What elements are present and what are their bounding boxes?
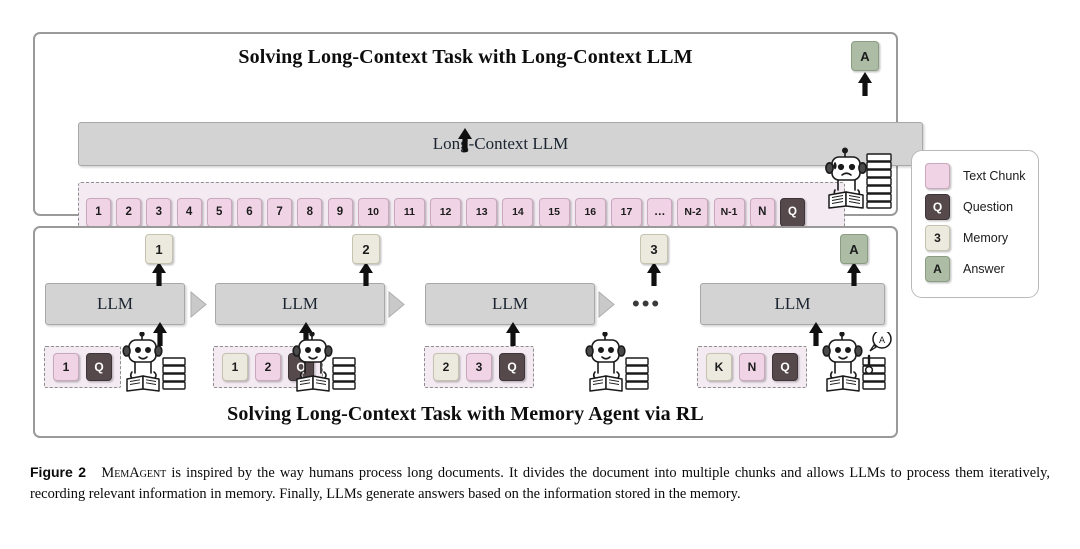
answer-token-top: A <box>851 41 879 71</box>
token-memory: 3 <box>640 234 668 264</box>
token-chunk-1: 1 <box>86 197 111 227</box>
arrow-llm-to-output-3 <box>646 262 662 286</box>
token-chunk-5: 5 <box>206 197 232 227</box>
token-chunk-19: N-2 <box>677 197 709 227</box>
token-chunk-6: 6 <box>236 197 262 227</box>
step-separator-3 <box>598 290 616 319</box>
step-separator-2 <box>388 290 406 319</box>
token-chunk-13: 13 <box>466 197 498 227</box>
arrow-inputs-to-llm-2 <box>298 322 314 346</box>
token-chunk-14: 14 <box>502 197 534 227</box>
token-chunk-16: 16 <box>574 197 606 227</box>
arrow-llm-to-answer <box>857 72 873 96</box>
caption-text: is inspired by the way humans process lo… <box>30 465 1050 502</box>
arrow-llm-to-output-4 <box>846 262 862 286</box>
legend-item-chunk: Text Chunk <box>925 160 1038 191</box>
token-chunk-2: 2 <box>116 197 142 227</box>
arrow-llm-to-output-2 <box>358 262 374 286</box>
token-memory: 1 <box>145 234 173 264</box>
token-chunk-4: 4 <box>176 197 202 227</box>
legend-label-chunk: Text Chunk <box>963 168 1026 183</box>
token-memory: 2 <box>433 353 459 381</box>
legend-item-ans: A Answer <box>925 253 1038 284</box>
token-memory: 2 <box>352 234 380 264</box>
sad-robot-reading-icon <box>824 146 896 215</box>
legend-item-mem: 3 Memory <box>925 222 1038 253</box>
step-output-1: 1 <box>145 234 173 264</box>
llm-step-3: LLM <box>425 283 595 325</box>
panel-memory-agent: Solving Long-Context Task with Memory Ag… <box>33 226 898 438</box>
panel-top-title: Solving Long-Context Task with Long-Cont… <box>238 46 693 68</box>
panel-long-context-llm: Solving Long-Context Task with Long-Cont… <box>33 32 923 242</box>
token-chunk-17: 17 <box>611 197 642 227</box>
arrow-inputs-to-llm-3 <box>505 322 521 346</box>
legend-item-q: Q Question <box>925 191 1038 222</box>
token-memory: 1 <box>222 353 248 381</box>
token-chunk-12: 12 <box>430 197 462 227</box>
arrow-inputs-to-llm-1 <box>152 322 168 346</box>
token-chunk-20: N-1 <box>713 197 745 227</box>
token-chunk: 2 <box>255 353 281 381</box>
token-chunk-15: 15 <box>538 197 570 227</box>
token-chunk-8: 8 <box>297 197 323 227</box>
figure-name: MemAgent <box>101 465 167 481</box>
token-chunk-9: 9 <box>327 197 353 227</box>
token-answer: A <box>840 234 868 264</box>
figure-label: Figure 2 <box>30 464 86 480</box>
llm-step-4: LLM <box>700 283 885 325</box>
figure-caption: Figure 2 MemAgent is inspired by the way… <box>30 462 1050 504</box>
legend-label-mem: Memory <box>963 230 1009 245</box>
token-chunk-11: 11 <box>393 197 425 227</box>
llm-step-1: LLM <box>45 283 185 325</box>
long-context-llm-bar: Long-Context LLM <box>78 122 923 166</box>
legend-swatch-ans: A <box>925 255 950 282</box>
pipeline-ellipsis: ••• <box>632 291 662 316</box>
token-chunk-3: 3 <box>146 197 172 227</box>
arrow-chunks-to-llm <box>457 128 473 152</box>
token-chunk-21: N <box>749 197 775 227</box>
panel-bottom-title: Solving Long-Context Task with Memory Ag… <box>227 403 704 425</box>
step-output-4: A <box>840 234 868 264</box>
token-chunk: 3 <box>466 353 492 381</box>
token-answer: A <box>851 41 879 71</box>
step-separator-1 <box>190 290 208 319</box>
token-chunk-18: … <box>647 197 673 227</box>
happy-robot-writing-icon <box>585 331 659 397</box>
step-output-2: 2 <box>352 234 380 264</box>
token-chunk-7: 7 <box>267 197 293 227</box>
legend-swatch-chunk <box>925 162 950 189</box>
arrow-llm-to-output-1 <box>151 262 167 286</box>
token-chunk: 1 <box>53 353 79 381</box>
happy-robot-writing-icon <box>292 331 366 397</box>
legend-swatch-mem: 3 <box>925 224 950 251</box>
step-output-3: 3 <box>640 234 668 264</box>
token-chunk: N <box>739 353 765 381</box>
token-question: Q <box>499 353 525 381</box>
robot-answer-bubble-icon: A <box>822 329 896 397</box>
token-memory: K <box>706 353 732 381</box>
legend-label-ans: Answer <box>963 261 1005 276</box>
happy-robot-writing-icon <box>122 331 196 397</box>
llm-step-2: LLM <box>215 283 385 325</box>
token-chunk-10: 10 <box>357 197 389 227</box>
token-question: Q <box>779 197 805 227</box>
token-question: Q <box>86 353 112 381</box>
svg-text:A: A <box>879 335 885 345</box>
legend-label-q: Question <box>963 199 1014 214</box>
token-question: Q <box>772 353 798 381</box>
legend-swatch-q: Q <box>925 193 950 220</box>
arrow-inputs-to-llm-4 <box>808 322 824 346</box>
